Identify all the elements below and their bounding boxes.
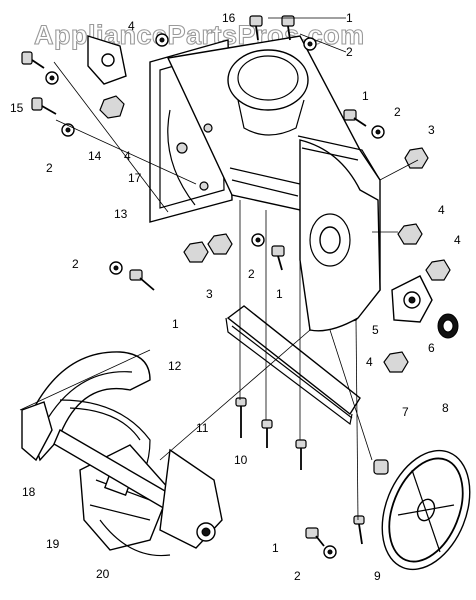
- callout-label: 20: [96, 567, 110, 581]
- skid-bar: [225, 305, 361, 426]
- callout-label: 10: [234, 453, 248, 467]
- bearing: [437, 313, 459, 339]
- callout-label: 12: [168, 359, 182, 373]
- callout-label: 18: [22, 485, 36, 499]
- callout-label: 1: [172, 317, 179, 331]
- leader-lines: [19, 17, 419, 521]
- callout-label: 1: [346, 11, 353, 25]
- callout-label: 14: [88, 149, 102, 163]
- callout-label: 19: [46, 537, 60, 551]
- callout-label: 6: [428, 341, 435, 355]
- callout-label: 4: [366, 355, 373, 369]
- callout-label: 4: [124, 149, 131, 163]
- spacer: [373, 459, 389, 475]
- callout-label: 2: [248, 267, 255, 281]
- callout-label: 17: [128, 171, 142, 185]
- callout-label: 8: [442, 401, 449, 415]
- callout-label: 2: [46, 161, 53, 175]
- pulley: [381, 449, 471, 571]
- auger-shaft: [53, 428, 223, 549]
- callout-label: 2: [72, 257, 79, 271]
- callout-label: 4: [438, 203, 445, 217]
- callout-label: 13: [114, 207, 128, 221]
- callout-label: 2: [294, 569, 301, 583]
- callout-label: 2: [394, 105, 401, 119]
- bearing-flange: [391, 275, 433, 323]
- callout-label: 2: [346, 45, 353, 59]
- blower-housing: [149, 35, 381, 332]
- callout-label: 7: [402, 405, 409, 419]
- callout-label: 3: [428, 123, 435, 137]
- callout-label: 4: [128, 19, 135, 33]
- callout-label: 5: [372, 323, 379, 337]
- callout-label: 15: [10, 101, 24, 115]
- callout-label: 16: [222, 11, 236, 25]
- callout-label: 1: [362, 89, 369, 103]
- callout-label: 11: [196, 421, 209, 435]
- callout-label: 4: [454, 233, 461, 247]
- callout-label: 9: [374, 569, 381, 583]
- hardware: [21, 15, 451, 559]
- callout-label: 3: [206, 287, 213, 301]
- callouts: 1 2 16 4 14 15 2 4 17 13 1 2 3 4 4 2 2 3…: [10, 11, 461, 583]
- callout-label: 1: [276, 287, 283, 301]
- callout-label: 1: [272, 541, 279, 555]
